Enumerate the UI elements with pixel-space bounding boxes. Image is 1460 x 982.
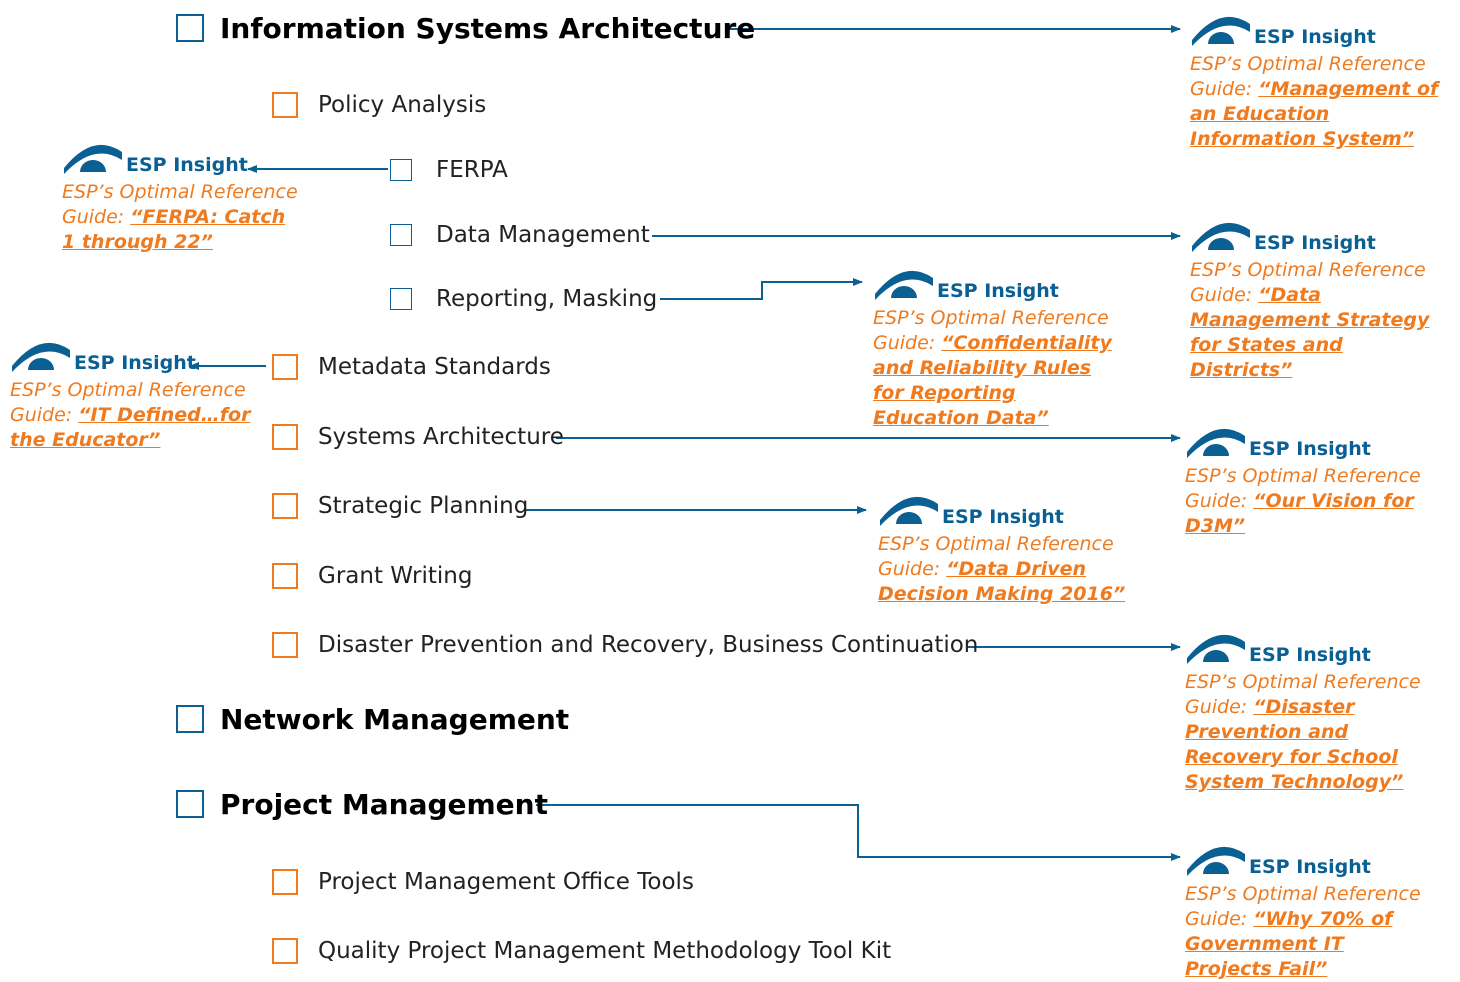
item-label: Reporting, Masking: [436, 286, 658, 312]
guide-link-isa[interactable]: “Management of an Education Information …: [1190, 78, 1439, 150]
checkbox-icon[interactable]: [272, 354, 298, 380]
insight-disaster: ESP Insight ESP’s Optimal Reference Guid…: [1185, 630, 1450, 795]
insight-title: ESP Insight: [937, 280, 1059, 302]
insight-metadata: ESP Insight ESP’s Optimal Reference Guid…: [10, 338, 260, 453]
item-label: Quality Project Management Methodology T…: [318, 938, 892, 964]
item-pmo-tools[interactable]: Project Management Office Tools: [272, 865, 694, 899]
insight-prefix: ESP’s Optimal Reference Guide:: [62, 181, 298, 228]
insight-isa: ESP Insight ESP’s Optimal Reference Guid…: [1190, 12, 1460, 152]
eye-logo-icon: [1187, 428, 1245, 458]
item-ferpa[interactable]: FERPA: [390, 154, 508, 186]
checkbox-icon[interactable]: [390, 288, 412, 310]
eye-logo-icon: [1187, 634, 1245, 664]
eye-logo-icon: [875, 270, 933, 300]
insight-project-management: ESP Insight ESP’s Optimal Reference Guid…: [1185, 842, 1435, 982]
insight-prefix: ESP’s Optimal Reference Guide:: [10, 379, 246, 426]
guide-link-data-management[interactable]: “Data Management Strategy for States and…: [1190, 284, 1430, 381]
insight-reporting: ESP Insight ESP’s Optimal Reference Guid…: [873, 266, 1123, 431]
item-disaster-prevention[interactable]: Disaster Prevention and Recovery, Busine…: [272, 628, 978, 662]
item-label: Grant Writing: [318, 563, 473, 589]
insight-data-management: ESP Insight ESP’s Optimal Reference Guid…: [1190, 218, 1440, 383]
eye-logo-icon: [64, 144, 122, 174]
insight-title: ESP Insight: [1254, 232, 1376, 254]
insight-title: ESP Insight: [1254, 26, 1376, 48]
arrow-project-management: [536, 804, 1181, 861]
insight-ferpa: ESP Insight ESP’s Optimal Reference Guid…: [62, 140, 302, 255]
checkbox-icon[interactable]: [390, 224, 412, 246]
insight-prefix: ESP’s Optimal Reference Guide:: [878, 533, 1114, 580]
item-quality-toolkit[interactable]: Quality Project Management Methodology T…: [272, 934, 891, 968]
section-label: Network Management: [220, 702, 570, 736]
insight-title: ESP Insight: [74, 352, 196, 374]
insight-title: ESP Insight: [1249, 644, 1371, 666]
item-data-management[interactable]: Data Management: [390, 219, 650, 251]
insight-prefix: ESP’s Optimal Reference Guide:: [1185, 671, 1421, 718]
section-label: Project Management: [220, 787, 548, 821]
insight-title: ESP Insight: [1249, 856, 1371, 878]
item-grant-writing[interactable]: Grant Writing: [272, 559, 472, 593]
insight-prefix: ESP’s Optimal Reference Guide:: [1185, 883, 1421, 930]
checkbox-icon[interactable]: [390, 159, 412, 181]
insight-prefix: ESP’s Optimal Reference Guide:: [1185, 465, 1421, 512]
item-label: Data Management: [436, 222, 650, 248]
checkbox-icon[interactable]: [272, 563, 298, 589]
eye-logo-icon: [1187, 846, 1245, 876]
checkbox-icon[interactable]: [176, 14, 204, 42]
guide-link-disaster[interactable]: “Disaster Prevention and Recovery for Sc…: [1185, 696, 1404, 793]
arrow-reporting: [660, 278, 863, 300]
insight-prefix: ESP’s Optimal Reference Guide:: [873, 307, 1109, 354]
section-label: Information Systems Architecture: [220, 11, 756, 45]
insight-title: ESP Insight: [1249, 438, 1371, 460]
item-label: Strategic Planning: [318, 493, 529, 519]
guide-link-metadata[interactable]: “IT Defined…for the Educator”: [10, 404, 251, 451]
item-label: Policy Analysis: [318, 92, 487, 118]
insight-prefix: ESP’s Optimal Reference Guide:: [1190, 259, 1426, 306]
insight-title: ESP Insight: [126, 154, 248, 176]
item-strategic-planning[interactable]: Strategic Planning: [272, 489, 528, 523]
checkbox-icon[interactable]: [176, 705, 204, 733]
item-reporting-masking[interactable]: Reporting, Masking: [390, 283, 657, 315]
checkbox-icon[interactable]: [272, 92, 298, 118]
insight-systems-architecture: ESP Insight ESP’s Optimal Reference Guid…: [1185, 424, 1435, 539]
insight-title: ESP Insight: [942, 506, 1064, 528]
item-label: Systems Architecture: [318, 424, 564, 450]
item-label: Metadata Standards: [318, 354, 551, 380]
checkbox-icon[interactable]: [272, 632, 298, 658]
insight-strategic: ESP Insight ESP’s Optimal Reference Guid…: [878, 492, 1128, 607]
guide-link-ferpa[interactable]: “FERPA: Catch 1 through 22”: [62, 206, 286, 253]
item-policy-analysis[interactable]: Policy Analysis: [272, 88, 486, 122]
eye-logo-icon: [880, 496, 938, 526]
eye-logo-icon: [1192, 222, 1250, 252]
eye-logo-icon: [1192, 16, 1250, 46]
section-project-management[interactable]: Project Management: [176, 784, 548, 824]
item-label: FERPA: [436, 157, 508, 183]
item-label: Project Management Office Tools: [318, 869, 694, 895]
item-systems-architecture[interactable]: Systems Architecture: [272, 420, 564, 454]
guide-link-systems-architecture[interactable]: “Our Vision for D3M”: [1185, 490, 1414, 537]
guide-link-strategic[interactable]: “Data Driven Decision Making 2016”: [878, 558, 1126, 605]
checkbox-icon[interactable]: [176, 790, 204, 818]
eye-logo-icon: [12, 342, 70, 372]
insight-prefix: ESP’s Optimal Reference Guide:: [1190, 53, 1426, 100]
guide-link-reporting[interactable]: “Confidentiality and Reliability Rules f…: [873, 332, 1112, 429]
checkbox-icon[interactable]: [272, 869, 298, 895]
section-information-systems-architecture[interactable]: Information Systems Architecture: [176, 8, 755, 48]
checkbox-icon[interactable]: [272, 424, 298, 450]
item-label: Disaster Prevention and Recovery, Busine…: [318, 632, 979, 658]
guide-link-project-management[interactable]: “Why 70% of Government IT Projects Fail”: [1185, 908, 1393, 980]
checkbox-icon[interactable]: [272, 493, 298, 519]
checkbox-icon[interactable]: [272, 938, 298, 964]
section-network-management[interactable]: Network Management: [176, 699, 569, 739]
item-metadata-standards[interactable]: Metadata Standards: [272, 350, 551, 384]
